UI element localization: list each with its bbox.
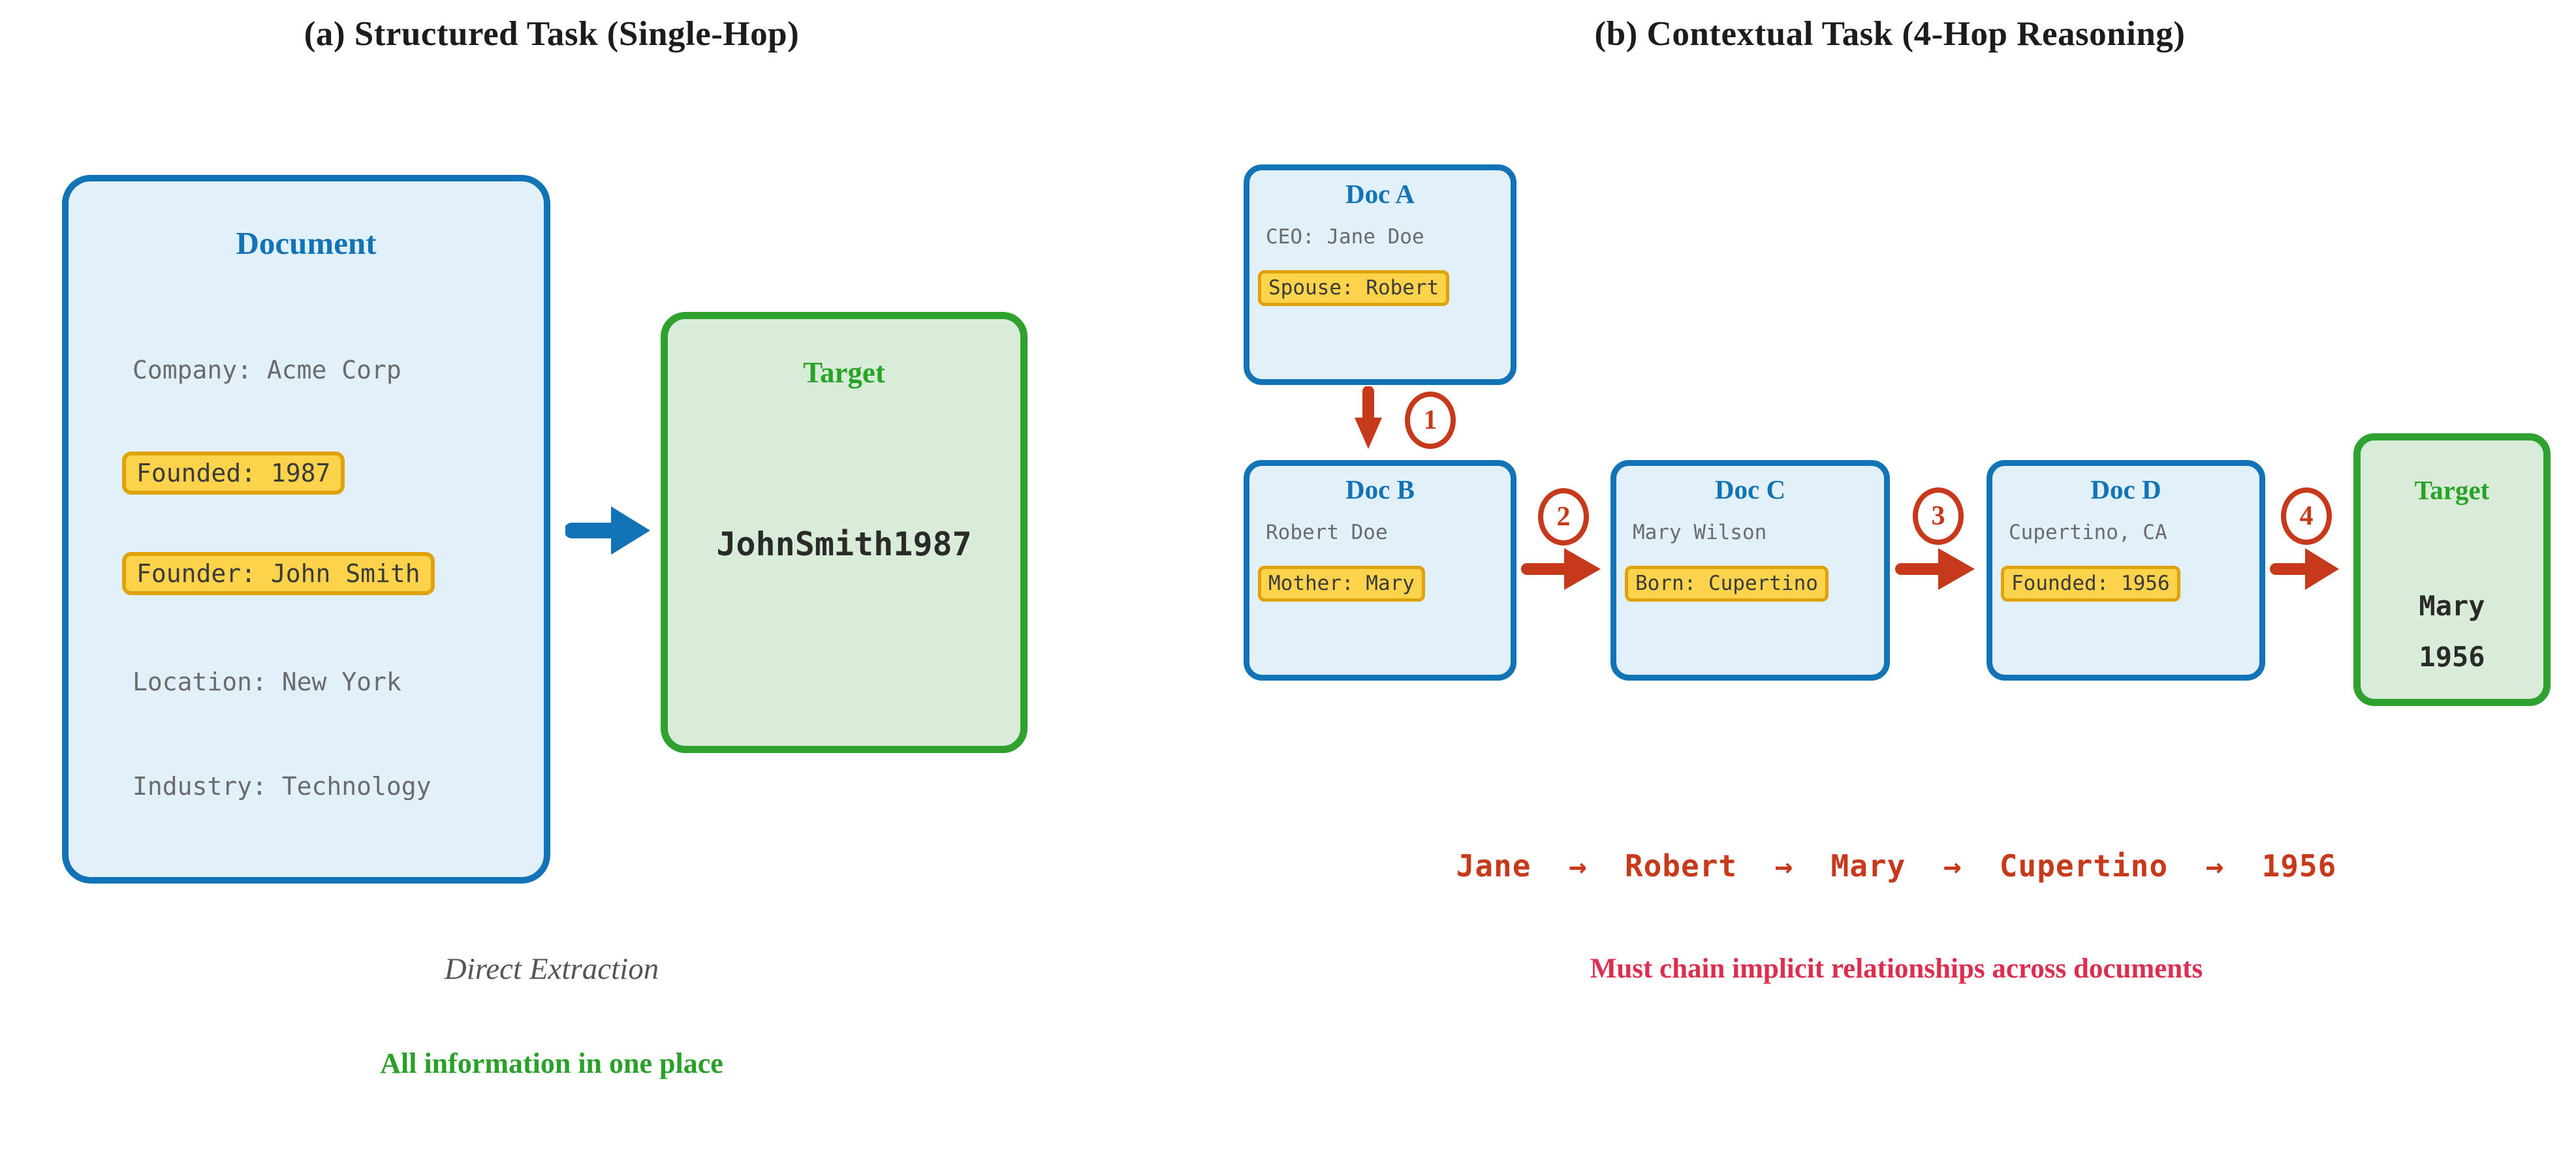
reasoning-chain: Jane → Robert → Mary → Cupertino → 1956 xyxy=(1456,848,2337,884)
doc-a-box: Doc A CEO: Jane Doe Spouse: Robert xyxy=(1244,164,1516,385)
target-b-title: Target xyxy=(2414,475,2490,505)
doc-c-line: Mary Wilson xyxy=(1633,521,1767,544)
document-box-title: Document xyxy=(236,225,377,261)
arrow-right-icon xyxy=(1521,548,1601,590)
target-a-title: Target xyxy=(803,356,885,389)
hop-3-badge: 3 xyxy=(1913,487,1964,545)
doc-d-line: Cupertino, CA xyxy=(2009,521,2167,544)
hop-4-badge: 4 xyxy=(2281,487,2332,545)
hop-2-badge: 2 xyxy=(1538,488,1589,546)
target-box-a: Target JohnSmith1987 xyxy=(661,312,1028,753)
doc-b-line: Robert Doe xyxy=(1266,521,1388,544)
doc-a-highlight: Spouse: Robert xyxy=(1258,270,1450,306)
doc-d-title: Doc D xyxy=(2090,474,2161,504)
doc-a-title: Doc A xyxy=(1345,179,1415,209)
arrow-right-icon xyxy=(2270,548,2339,590)
doc-b-title: Doc B xyxy=(1345,474,1415,504)
document-box: Document Company: Acme Corp Founded: 198… xyxy=(62,175,550,884)
target-b-value-1956: 1956 xyxy=(2419,641,2485,673)
caption-direct-extraction: Direct Extraction xyxy=(444,952,659,986)
target-a-value: JohnSmith1987 xyxy=(716,525,972,563)
arrow-right-icon xyxy=(565,506,650,555)
document-item-founded-highlight: Founded: 1987 xyxy=(122,452,345,495)
caption-must-chain: Must chain implicit relationships across… xyxy=(1590,953,2203,984)
doc-b-box: Doc B Robert Doe Mother: Mary xyxy=(1244,460,1516,681)
arrow-down-icon xyxy=(1355,386,1382,449)
target-b-value-mary: Mary xyxy=(2419,590,2485,622)
doc-c-title: Doc C xyxy=(1714,474,1786,504)
document-item-industry: Industry: Technology xyxy=(133,772,432,801)
doc-a-line: CEO: Jane Doe xyxy=(1266,225,1424,249)
document-item-founder-highlight: Founder: John Smith xyxy=(122,552,435,595)
doc-b-highlight: Mother: Mary xyxy=(1258,566,1425,602)
target-box-b: Target Mary 1956 xyxy=(2353,433,2551,706)
caption-all-information: All information in one place xyxy=(380,1047,723,1079)
document-item-company: Company: Acme Corp xyxy=(133,356,401,384)
doc-d-highlight: Founded: 1956 xyxy=(2001,566,2180,602)
document-item-location: Location: New York xyxy=(133,668,401,696)
doc-c-box: Doc C Mary Wilson Born: Cupertino xyxy=(1610,460,1890,681)
panel-b-title: (b) Contextual Task (4-Hop Reasoning) xyxy=(1594,15,2186,53)
doc-c-highlight: Born: Cupertino xyxy=(1625,566,1829,602)
arrow-right-icon xyxy=(1895,548,1975,590)
hop-1-badge: 1 xyxy=(1405,392,1456,449)
doc-d-box: Doc D Cupertino, CA Founded: 1956 xyxy=(1987,460,2265,681)
panel-a-title: (a) Structured Task (Single-Hop) xyxy=(304,15,800,53)
